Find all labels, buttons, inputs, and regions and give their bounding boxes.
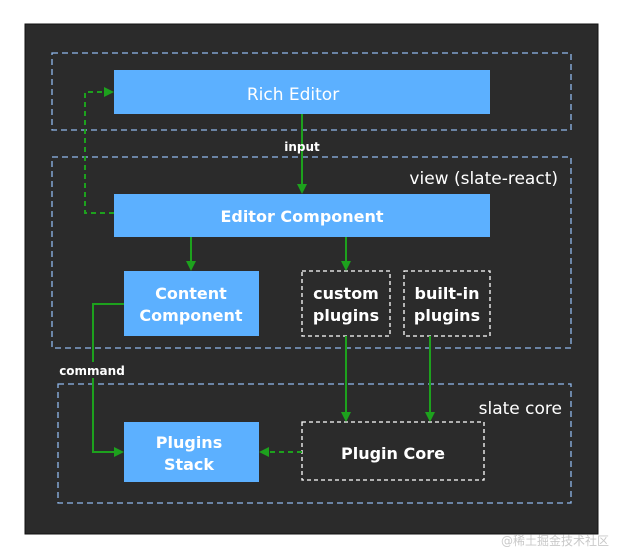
content-component-node (124, 271, 259, 336)
builtin-plugins-label-line2: plugins (414, 306, 480, 325)
builtin-plugins-label-line1: built-in (415, 284, 480, 303)
rich-editor-node (114, 70, 490, 114)
view-group-label: view (slate-react) (409, 169, 558, 189)
core-group-label: slate core (479, 399, 562, 419)
rich-editor-label: Rich Editor (247, 85, 339, 105)
editor-component-label: Editor Component (220, 207, 383, 226)
core-group-container (57, 383, 572, 504)
plugins-stack-label-line1: Plugins (156, 433, 222, 452)
content-component-label-line1: Content (155, 284, 227, 303)
command-edge-label: command (59, 364, 125, 378)
arrow-editor-back-to-rich (84, 87, 114, 214)
plugin-core-label: Plugin Core (341, 444, 445, 463)
editor-component-node (114, 194, 490, 237)
watermark-text: @稀土掘金技术社区 (500, 534, 609, 548)
view-group-container (51, 156, 572, 349)
custom-plugins-label-line2: plugins (313, 306, 379, 325)
command-label-backdrop (60, 362, 124, 378)
custom-plugins-label-line1: custom (313, 284, 379, 303)
plugins-stack-node (124, 422, 259, 482)
builtin-plugins-node (403, 270, 491, 337)
plugins-stack-label-line2: Stack (164, 455, 214, 474)
input-edge-label: input (284, 140, 320, 154)
content-component-label-line2: Component (139, 306, 242, 325)
top-group-container (51, 52, 572, 131)
